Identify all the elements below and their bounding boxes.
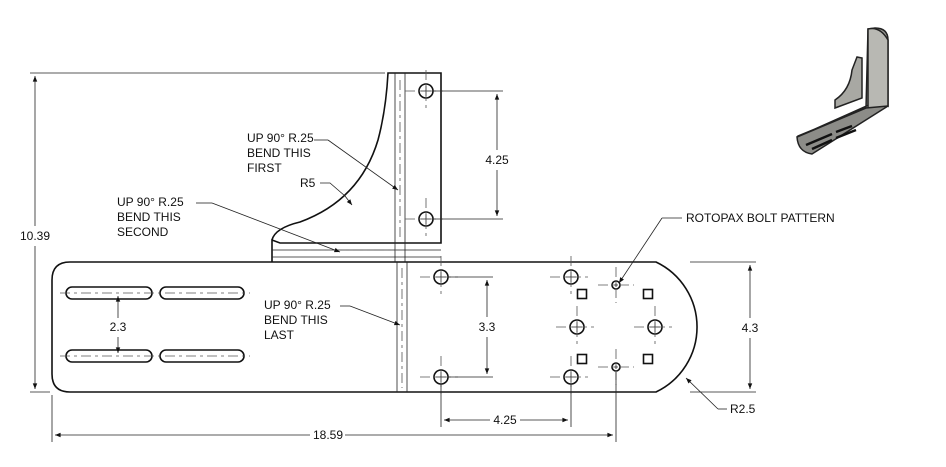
square-hole xyxy=(642,353,654,365)
bend-line-last xyxy=(396,262,408,392)
square-hole xyxy=(642,288,654,300)
hole-centerline xyxy=(556,306,598,348)
note-bend-last-2: BEND THIS xyxy=(264,313,328,327)
slots xyxy=(60,286,250,363)
note-bend-second-3: SECOND xyxy=(117,225,169,239)
dimension-lines xyxy=(30,72,756,442)
dim-plate-hole-horizontal: 4.25 xyxy=(493,413,517,427)
note-bend-second-2: BEND THIS xyxy=(117,210,181,224)
dim-plate-hole-vertical: 3.3 xyxy=(479,320,496,334)
note-rotopax: ROTOPAX BOLT PATTERN xyxy=(686,211,835,225)
isometric-view xyxy=(796,27,889,155)
bend-line-second xyxy=(272,249,441,258)
hole-centerline xyxy=(550,256,592,298)
note-bend-second-1: UP 90° R.25 xyxy=(117,195,184,209)
dim-plate-width: 4.3 xyxy=(742,321,759,335)
dim-overall-length: 18.59 xyxy=(313,428,343,442)
dim-slot-spacing: 2.3 xyxy=(110,320,127,334)
note-bend-first-2: BEND THIS xyxy=(247,146,311,160)
note-bend-last-1: UP 90° R.25 xyxy=(264,298,331,312)
square-hole xyxy=(576,288,588,300)
dim-tab-hole-spacing: 4.25 xyxy=(485,153,509,167)
note-bend-last-3: LAST xyxy=(264,328,295,342)
holes xyxy=(405,70,676,398)
square-hole xyxy=(576,353,588,365)
dim-overall-height: 10.39 xyxy=(20,229,50,243)
dim-end-radius: R2.5 xyxy=(730,402,756,416)
note-bend-first-1: UP 90° R.25 xyxy=(247,131,314,145)
bend-line-first xyxy=(394,73,406,262)
main-plate xyxy=(51,261,698,393)
hole-centerline xyxy=(634,306,676,348)
dim-gusset-radius: R5 xyxy=(300,176,316,190)
hole-centerline xyxy=(598,267,634,303)
note-bend-first-3: FIRST xyxy=(247,161,282,175)
upper-flange xyxy=(271,72,442,262)
